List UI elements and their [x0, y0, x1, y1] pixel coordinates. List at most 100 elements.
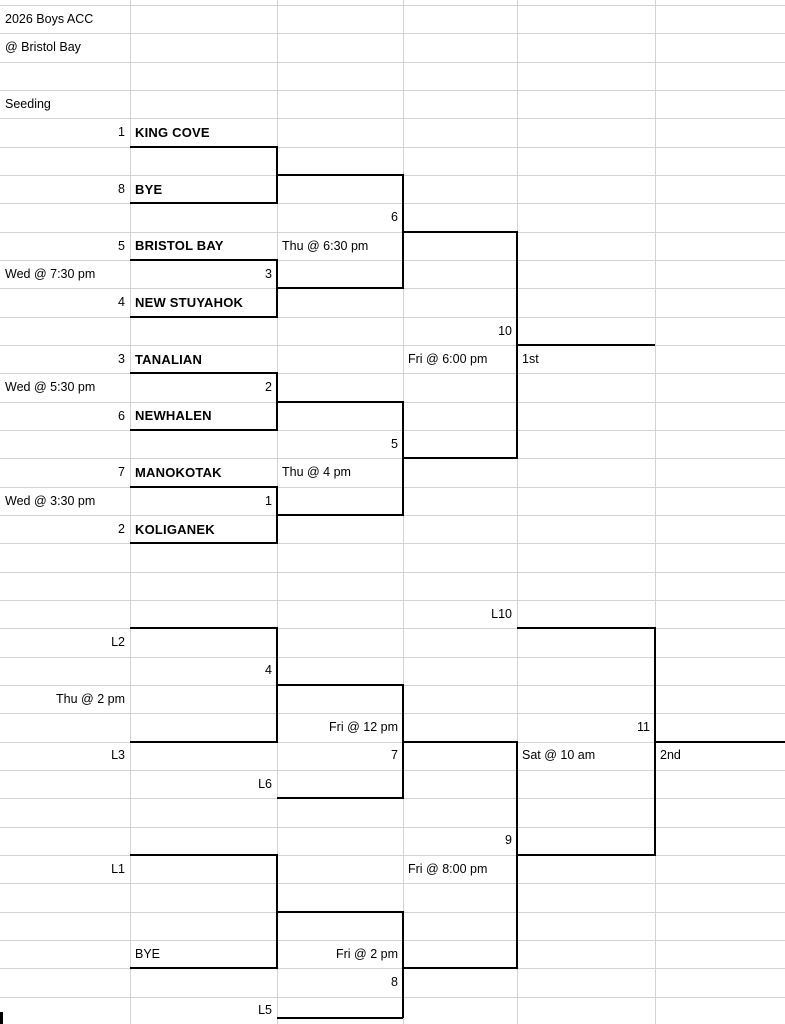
cell-seed-bristol-bay[interactable]: 5 [118, 238, 125, 253]
cell-seed-tanalian[interactable]: 3 [118, 351, 125, 366]
gridline-horizontal [0, 429, 785, 431]
cell-team-koliganek[interactable]: KOLIGANEK [135, 521, 215, 537]
cell-game-3-number[interactable]: 3 [265, 266, 272, 281]
cell-team-bye[interactable]: BYE [135, 181, 163, 197]
gridline-horizontal [0, 231, 785, 233]
bracket-line [277, 910, 403, 913]
cell-seeding-label[interactable]: Seeding [5, 96, 51, 111]
gridline-horizontal [0, 33, 785, 35]
bracket-line [130, 428, 277, 431]
bracket-line [277, 400, 403, 403]
cell-loser-game-1[interactable]: L1 [111, 861, 125, 876]
cell-venue[interactable]: @ Bristol Bay [5, 40, 81, 55]
cell-seed-manokotak[interactable]: 7 [118, 465, 125, 480]
bracket-line [276, 627, 278, 743]
gridline-horizontal [0, 146, 785, 148]
cell-seed-bye[interactable]: 8 [118, 181, 125, 196]
cell-game-7-number[interactable]: 7 [391, 748, 398, 763]
bracket-line [655, 740, 785, 743]
bracket-line [516, 740, 518, 970]
bracket-line [654, 627, 656, 856]
gridline-horizontal [0, 5, 785, 6]
cell-loser-game-10[interactable]: L10 [491, 606, 512, 621]
cell-loser-game-6[interactable]: L6 [258, 776, 272, 791]
bracket-line [130, 372, 277, 375]
cell-team-tanalian[interactable]: TANALIAN [135, 351, 203, 367]
bracket-line [403, 230, 517, 233]
cell-game-6-number[interactable]: 6 [391, 210, 398, 225]
bracket-line [403, 967, 517, 970]
cell-game-6-time[interactable]: Thu @ 6:30 pm [282, 238, 369, 253]
cell-team-newhalen[interactable]: NEWHALEN [135, 408, 212, 424]
cell-team-bristol-bay[interactable]: BRISTOL BAY [135, 238, 224, 254]
cell-second-place-label[interactable]: 2nd [660, 748, 681, 763]
cell-bye-label[interactable]: BYE [135, 946, 161, 961]
bracket-line [130, 315, 277, 318]
cell-game-3-time[interactable]: Wed @ 7:30 pm [5, 266, 96, 281]
bracket-line [130, 258, 277, 261]
bracket-line [130, 967, 277, 970]
cell-game-5-number[interactable]: 5 [391, 436, 398, 451]
cell-game-9-time[interactable]: Fri @ 8:00 pm [408, 861, 488, 876]
cell-loser-game-5[interactable]: L5 [258, 1003, 272, 1018]
gridline-horizontal [0, 599, 785, 601]
cell-game-2-number[interactable]: 2 [265, 380, 272, 395]
cell-team-manokotak[interactable]: MANOKOTAK [135, 464, 222, 480]
bracket-line [277, 797, 403, 800]
gridline-horizontal [0, 316, 785, 318]
cell-first-place-label[interactable]: 1st [522, 351, 539, 366]
bracket-line [276, 853, 278, 970]
bracket-line [130, 853, 277, 856]
bracket-line [516, 230, 518, 460]
gridline-horizontal [0, 826, 785, 828]
gridline-horizontal [0, 996, 785, 998]
bracket-line [402, 400, 404, 516]
cell-team-king-cove[interactable]: KING COVE [135, 124, 210, 140]
gridline-horizontal [0, 486, 785, 488]
gridline-horizontal [0, 628, 785, 630]
cell-game-8-number[interactable]: 8 [391, 975, 398, 990]
cell-game-4-number[interactable]: 4 [265, 663, 272, 678]
bracket-line [403, 740, 517, 743]
gridline-horizontal [0, 90, 785, 91]
bracket-line [130, 740, 277, 743]
cell-game-1-time[interactable]: Wed @ 3:30 pm [5, 493, 96, 508]
cell-seed-king-cove[interactable]: 1 [118, 125, 125, 140]
gridline-horizontal [0, 713, 785, 715]
cell-title[interactable]: 2026 Boys ACC [5, 11, 94, 26]
cell-game-11-number[interactable]: 11 [637, 720, 650, 735]
cell-seed-new-stuyahok[interactable]: 4 [118, 295, 125, 310]
cell-game-5-time[interactable]: Thu @ 4 pm [282, 465, 351, 480]
cell-loser-game-2[interactable]: L2 [111, 635, 125, 650]
gridline-horizontal [0, 345, 785, 346]
cell-seed-koliganek[interactable]: 2 [118, 521, 125, 536]
gridline-horizontal [0, 61, 785, 63]
cell-game-4-time[interactable]: Thu @ 2 pm [56, 691, 125, 706]
gridline-vertical [517, 0, 518, 1024]
bracket-line [517, 627, 655, 630]
gridline-horizontal [0, 373, 785, 375]
gridline-horizontal [0, 656, 785, 658]
bracket-line [277, 513, 403, 516]
bracket-line [402, 910, 404, 1018]
gridline-vertical [130, 0, 131, 1024]
cell-game-2-time[interactable]: Wed @ 5:30 pm [5, 380, 96, 395]
cell-game-8-time[interactable]: Fri @ 2 pm [336, 946, 398, 961]
cell-game-1-number[interactable]: 1 [265, 493, 272, 508]
gridline-horizontal [0, 741, 785, 743]
cell-seed-newhalen[interactable]: 6 [118, 408, 125, 423]
cell-game-10-time[interactable]: Fri @ 6:00 pm [408, 351, 488, 366]
cell-team-new-stuyahok[interactable]: NEW STUYAHOK [135, 294, 244, 310]
cell-game-9-number[interactable]: 9 [505, 833, 512, 848]
bracket-line [517, 343, 655, 346]
bracket-line [403, 457, 517, 460]
cell-loser-game-3[interactable]: L3 [111, 748, 125, 763]
bracket-line [276, 258, 278, 318]
bracket-line [130, 627, 277, 630]
gridline-horizontal [0, 571, 785, 573]
cell-game-10-number[interactable]: 10 [498, 323, 512, 338]
cell-game-7-time[interactable]: Fri @ 12 pm [329, 720, 398, 735]
gridline-horizontal [0, 769, 785, 771]
gridline-horizontal [0, 854, 785, 856]
cell-game-11-time[interactable]: Sat @ 10 am [522, 748, 596, 763]
